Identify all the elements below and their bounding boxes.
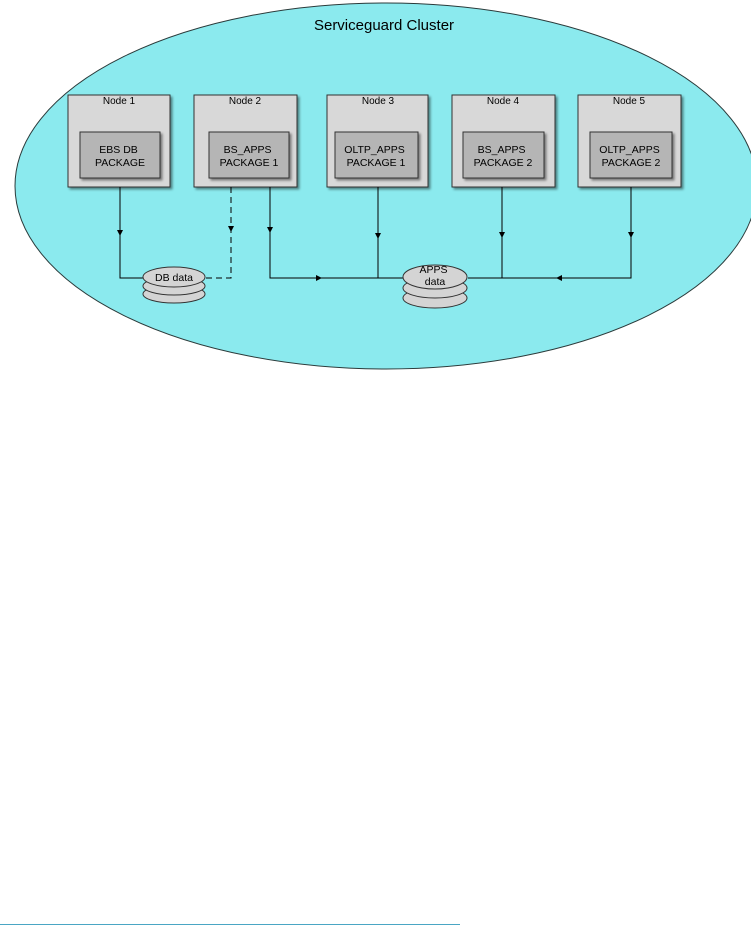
node-label: Node 1 xyxy=(103,96,136,107)
node1-db-link xyxy=(119,187,143,279)
package-box xyxy=(334,131,419,179)
footer-rule xyxy=(0,924,460,925)
cluster-diagram: Serviceguard Cluster Node 1 EBS DB PACKA… xyxy=(14,2,751,370)
arrow-down xyxy=(267,227,273,233)
node-label: Node 4 xyxy=(487,96,520,107)
disk-platter xyxy=(402,264,468,290)
node-label: Node 5 xyxy=(613,96,646,107)
arrowheads xyxy=(117,226,634,281)
package-box xyxy=(462,131,545,179)
arrow-left xyxy=(556,275,562,281)
package-box xyxy=(79,131,161,179)
apps-bus xyxy=(269,187,404,279)
node-5: Node 5 OLTP_APPS PACKAGE 2 xyxy=(577,94,682,188)
node-4: Node 4 BS_APPS PACKAGE 2 xyxy=(451,94,556,188)
apps-data-label: APPS data xyxy=(420,264,451,288)
arrow-down xyxy=(499,232,505,238)
cluster-title: Serviceguard Cluster xyxy=(314,17,454,34)
arrow-right xyxy=(316,275,322,281)
arrow-down xyxy=(628,232,634,238)
package-label: BS_APPS PACKAGE 1 xyxy=(220,144,279,169)
node-1: Node 1 EBS DB PACKAGE xyxy=(67,94,171,188)
arrow-down xyxy=(228,226,234,232)
disk-platter xyxy=(142,266,206,288)
connections xyxy=(119,187,632,279)
package-label: OLTP_APPS PACKAGE 1 xyxy=(344,144,407,169)
arrow-down xyxy=(375,233,381,239)
arrow-down xyxy=(117,230,123,236)
apps-data-disk xyxy=(402,264,468,309)
package-label: BS_APPS PACKAGE 2 xyxy=(474,144,533,169)
db-data-label: DB data xyxy=(155,272,193,284)
package-label: EBS DB PACKAGE xyxy=(95,144,145,169)
package-label: OLTP_APPS PACKAGE 2 xyxy=(599,144,662,169)
node-3: Node 3 OLTP_APPS PACKAGE 1 xyxy=(326,94,429,188)
db-data-disk xyxy=(142,266,206,304)
package-box xyxy=(589,131,673,179)
node-label: Node 3 xyxy=(362,96,395,107)
node-2: Node 2 BS_APPS PACKAGE 1 xyxy=(193,94,298,188)
node2-db-standby-link xyxy=(205,187,232,279)
apps-bus-right xyxy=(468,187,632,279)
node-label: Node 2 xyxy=(229,96,262,107)
package-box xyxy=(208,131,290,179)
